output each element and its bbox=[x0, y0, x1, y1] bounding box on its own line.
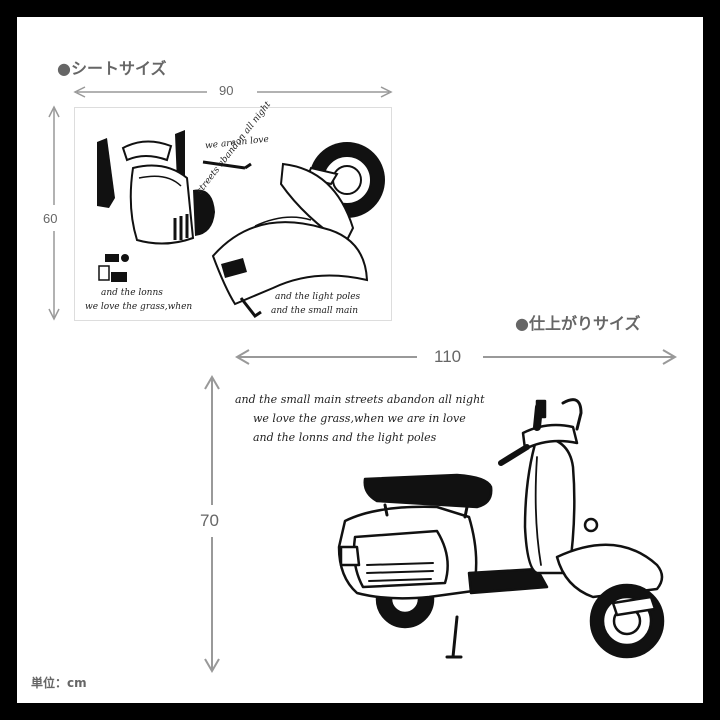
sheet-width-label: 90 bbox=[219, 83, 234, 98]
finished-width-arrow bbox=[235, 349, 677, 365]
finished-phrase: we love the grass,when we are in love bbox=[253, 412, 466, 425]
finished-width-label: 110 bbox=[434, 347, 462, 366]
sheet-phrase: and the small main bbox=[271, 306, 359, 316]
unit-label: 単位：cm bbox=[31, 676, 87, 690]
sticker-sheet: we are in love streets abandon all night… bbox=[74, 100, 392, 321]
sheet-height-label: 60 bbox=[43, 211, 58, 226]
finished-size-heading: ●仕上がりサイズ bbox=[515, 314, 641, 333]
scooter-illustration bbox=[337, 398, 665, 659]
finished-phrase: and the lonns and the light poles bbox=[253, 431, 437, 444]
finished-phrase: and the small main streets abandon all n… bbox=[235, 393, 485, 406]
dimension-arrows bbox=[48, 86, 677, 673]
sheet-size-heading: ●シートサイズ bbox=[57, 59, 167, 78]
sheet-phrase: and the light poles bbox=[275, 292, 361, 302]
finished-height-label: 70 bbox=[200, 511, 219, 530]
sheet-phrase: we love the grass,when bbox=[85, 302, 193, 312]
finished-height-arrow bbox=[204, 375, 220, 673]
sheet-scooter-parts-drawing bbox=[97, 130, 385, 319]
product-image-frame: ●シートサイズ 90 60 bbox=[17, 17, 703, 703]
sheet-height-arrow bbox=[48, 105, 60, 321]
sheet-width-arrow bbox=[73, 86, 393, 98]
sheet-phrase: and the lonns bbox=[101, 288, 163, 298]
